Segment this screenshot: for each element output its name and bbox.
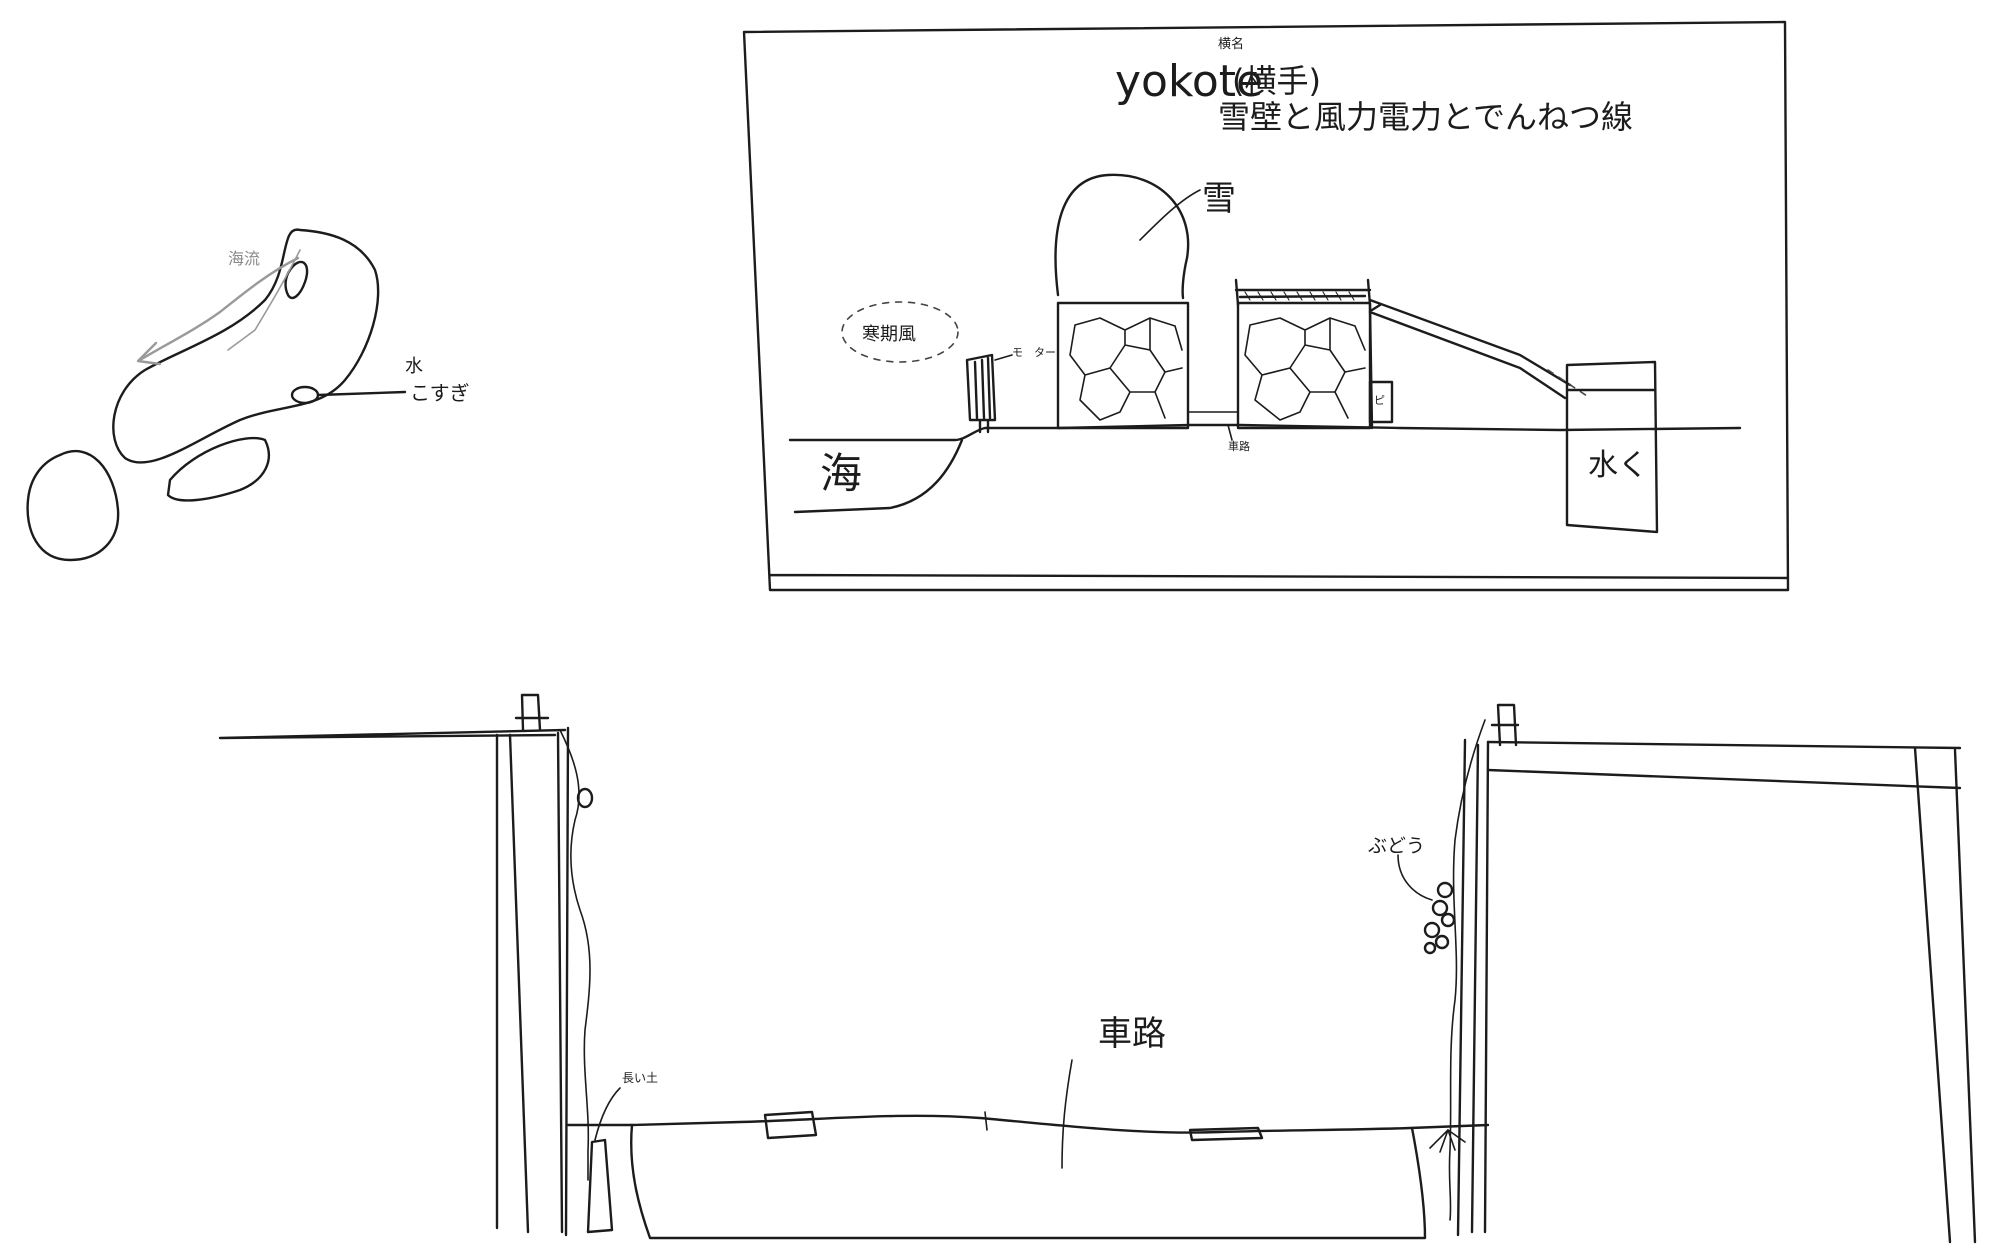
wind-label: 寒期風 (862, 324, 916, 345)
generator-label: ピ (1374, 394, 1385, 407)
inner-lake-outline (286, 262, 308, 298)
road-surface (568, 1116, 1488, 1133)
grape-label: ぶどう (1368, 835, 1425, 857)
wind-turbine (967, 355, 995, 432)
right-building-walls (1458, 740, 1975, 1242)
road-marker-2 (1190, 1128, 1262, 1140)
grape-cluster (1425, 883, 1454, 953)
round-island-outline (28, 451, 119, 560)
turbine-label: モ ター (1012, 346, 1056, 359)
place-label-line2: こすぎ (410, 381, 470, 405)
plank-label: 長い土 (622, 1071, 658, 1085)
kosugi-spot (292, 387, 318, 403)
road-label: 車路 (1098, 1014, 1166, 1054)
grape-5 (1436, 936, 1448, 948)
section-panel: 横名 yokote (横手) 雪壁と風力電力とでんねつ線 雪 ピ 水く モ ター… (744, 22, 1788, 590)
road-base (631, 1125, 1425, 1238)
snow-wall-2-pattern (1245, 318, 1365, 420)
place-label-line1: 水 (405, 356, 423, 377)
snow-label: 雪 (1202, 179, 1236, 219)
left-building-roof (220, 730, 565, 738)
turbine-leader (995, 355, 1012, 360)
left-chimney (516, 695, 548, 730)
wind-tower (1370, 305, 1380, 428)
road-label-small: 車路 (1228, 439, 1250, 453)
right-chimney (1492, 705, 1518, 745)
title-ruby: 横名 (1218, 36, 1244, 52)
water-label: 水く (1588, 448, 1648, 483)
street-section: ぶどう 車路 長い土 (220, 695, 1975, 1242)
road-tick (985, 1112, 987, 1130)
right-wall-vine (1449, 720, 1485, 1220)
sea-label: 海 (820, 449, 862, 498)
power-line (1370, 300, 1570, 398)
road-leader (1062, 1060, 1072, 1168)
road-leader-small (1228, 425, 1232, 440)
title-kanji: (横手) (1232, 62, 1321, 100)
long-plank (588, 1140, 612, 1232)
left-wall-vine (560, 730, 590, 1180)
grape-1 (1438, 883, 1452, 897)
current-arrow-line (140, 258, 298, 360)
road-marker-1 (765, 1112, 816, 1138)
plank-leader (595, 1088, 620, 1140)
left-vine-knot (578, 789, 592, 807)
grape-2 (1433, 901, 1447, 915)
grape-4 (1425, 923, 1439, 937)
right-building-roof (1488, 742, 1960, 788)
left-building-walls (497, 728, 568, 1235)
grape-leader (1398, 855, 1432, 900)
water-tank (1567, 362, 1657, 532)
snow-pile-outline (1056, 175, 1189, 298)
grape-3 (1442, 914, 1454, 926)
island-map: 海流 水 こすぎ (28, 230, 470, 560)
subtitle: 雪壁と風力電力とでんねつ線 (1218, 98, 1633, 136)
current-label: 海流 (228, 249, 260, 268)
snow-wall-1-pattern (1070, 318, 1182, 420)
snow-wall-2 (1238, 303, 1370, 428)
grape-6 (1425, 943, 1435, 953)
small-island-outline (168, 438, 269, 500)
